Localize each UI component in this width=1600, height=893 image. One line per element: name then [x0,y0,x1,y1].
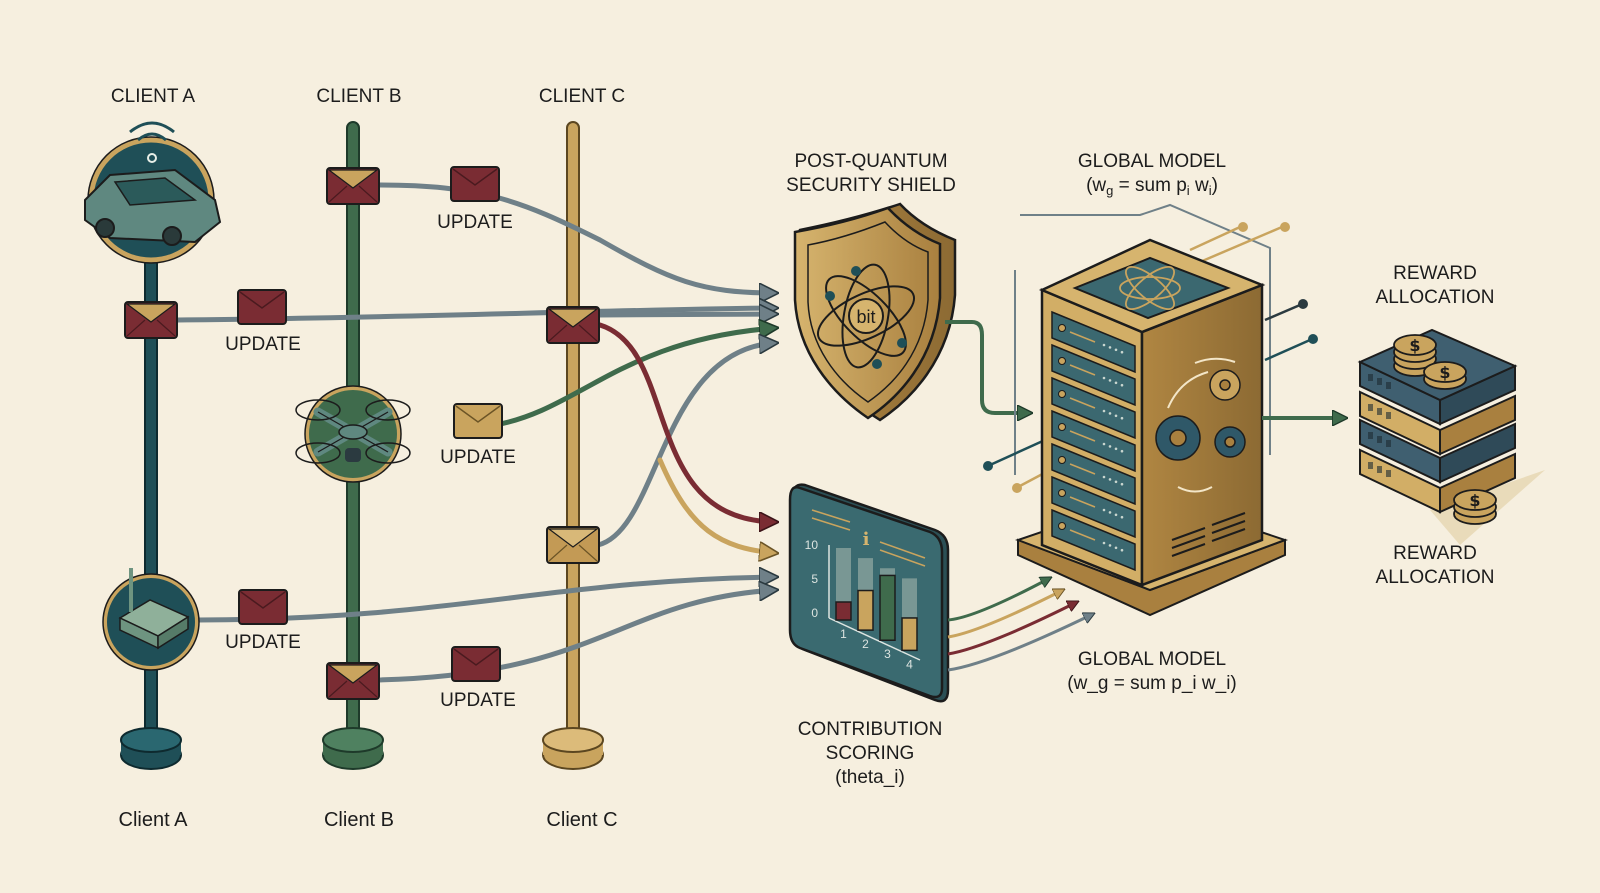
flow-b2-to-shield [492,328,775,428]
refresh-arrow-icon [1167,357,1236,493]
x-tick-label: 1 [840,627,847,641]
update-label: UPDATE [437,212,513,233]
x-tick-label: 3 [884,647,891,661]
flow-c2-to-shield [595,343,775,548]
flows-scoring-to-server [947,578,1093,672]
flow-c1-to-scoring [597,322,775,522]
update-label: UPDATE [225,334,301,355]
global-model-bottom-title: GLOBAL MODEL (w_g = sum p_i w_i) [1067,649,1237,694]
shield-title: POST-QUANTUM SECURITY SHIELD [786,151,956,196]
y-tick-label: 5 [811,572,818,586]
envelope-icon [546,306,600,344]
envelope-icon [326,167,380,205]
envelope-icon [546,526,600,564]
reward-allocation-bottom-title: REWARD ALLOCATION [1375,543,1495,588]
global-model-server-icon[interactable] [983,203,1318,617]
contribution-bar [857,589,874,631]
x-tick-label: 4 [906,657,913,671]
y-tick-label: 0 [811,606,818,620]
client-b-drone-icon[interactable] [295,385,411,483]
contribution-scoring-panel[interactable]: i [788,483,950,703]
envelope-icon [453,403,503,439]
client-b-footer: Client B [323,809,395,831]
gears-icon [1155,369,1246,461]
contribution-bar [901,617,918,652]
client-a-footer: Client A [118,809,188,831]
contribution-bar [879,574,896,641]
wifi-signal-icon [129,121,175,150]
client-b-title: CLIENT B [316,86,402,107]
shield-emblem-text: bit [856,307,875,327]
client-c-footer: Client C [546,809,618,831]
update-label: UPDATE [440,447,516,468]
flow-c-gold-to-scoring [657,457,775,553]
server-rack-units [1051,310,1136,572]
global-model-top-title: GLOBAL MODEL (wg = sum pi wi) [1078,150,1226,203]
contribution-scoring-title: CONTRIBUTION SCORING (theta_i) [797,719,943,788]
client-c-title: CLIENT C [538,86,626,107]
envelope-icon [237,289,287,325]
post-quantum-shield-icon[interactable] [793,202,957,422]
contribution-bar-chart [835,548,918,652]
envelope-icon [451,646,501,682]
y-tick-label: 10 [805,538,819,552]
envelope-icon [238,589,288,625]
reward-allocation-top-title: REWARD ALLOCATION [1375,263,1495,308]
flow-c1-to-shield [595,314,775,315]
update-label: UPDATE [440,690,516,711]
dollar-coin-icon: $ [1469,491,1480,510]
flow-a2-to-scoring [195,577,775,623]
envelope-icon [326,662,380,700]
client-a-car-icon[interactable] [84,121,222,264]
global-model-formula: (wg = sum pi wi) [1086,175,1218,198]
dollar-coin-icon: $ [1439,363,1450,382]
client-a-router-icon[interactable] [102,568,200,671]
dollar-coin-icon: $ [1409,336,1420,355]
atom-icon [816,263,916,369]
update-label: UPDATE [225,632,301,653]
flow-shield-to-server [945,320,1030,413]
envelopes [124,166,600,700]
x-tick-label: 2 [862,637,869,651]
client-a-title: CLIENT A [110,86,196,107]
info-icon: i [863,529,870,550]
reward-allocation-icon[interactable]: $ $ $ [1357,328,1545,545]
envelope-icon [124,301,178,339]
envelope-icon [450,166,500,202]
client-c-timeline [542,121,604,770]
contribution-bar [835,601,852,621]
